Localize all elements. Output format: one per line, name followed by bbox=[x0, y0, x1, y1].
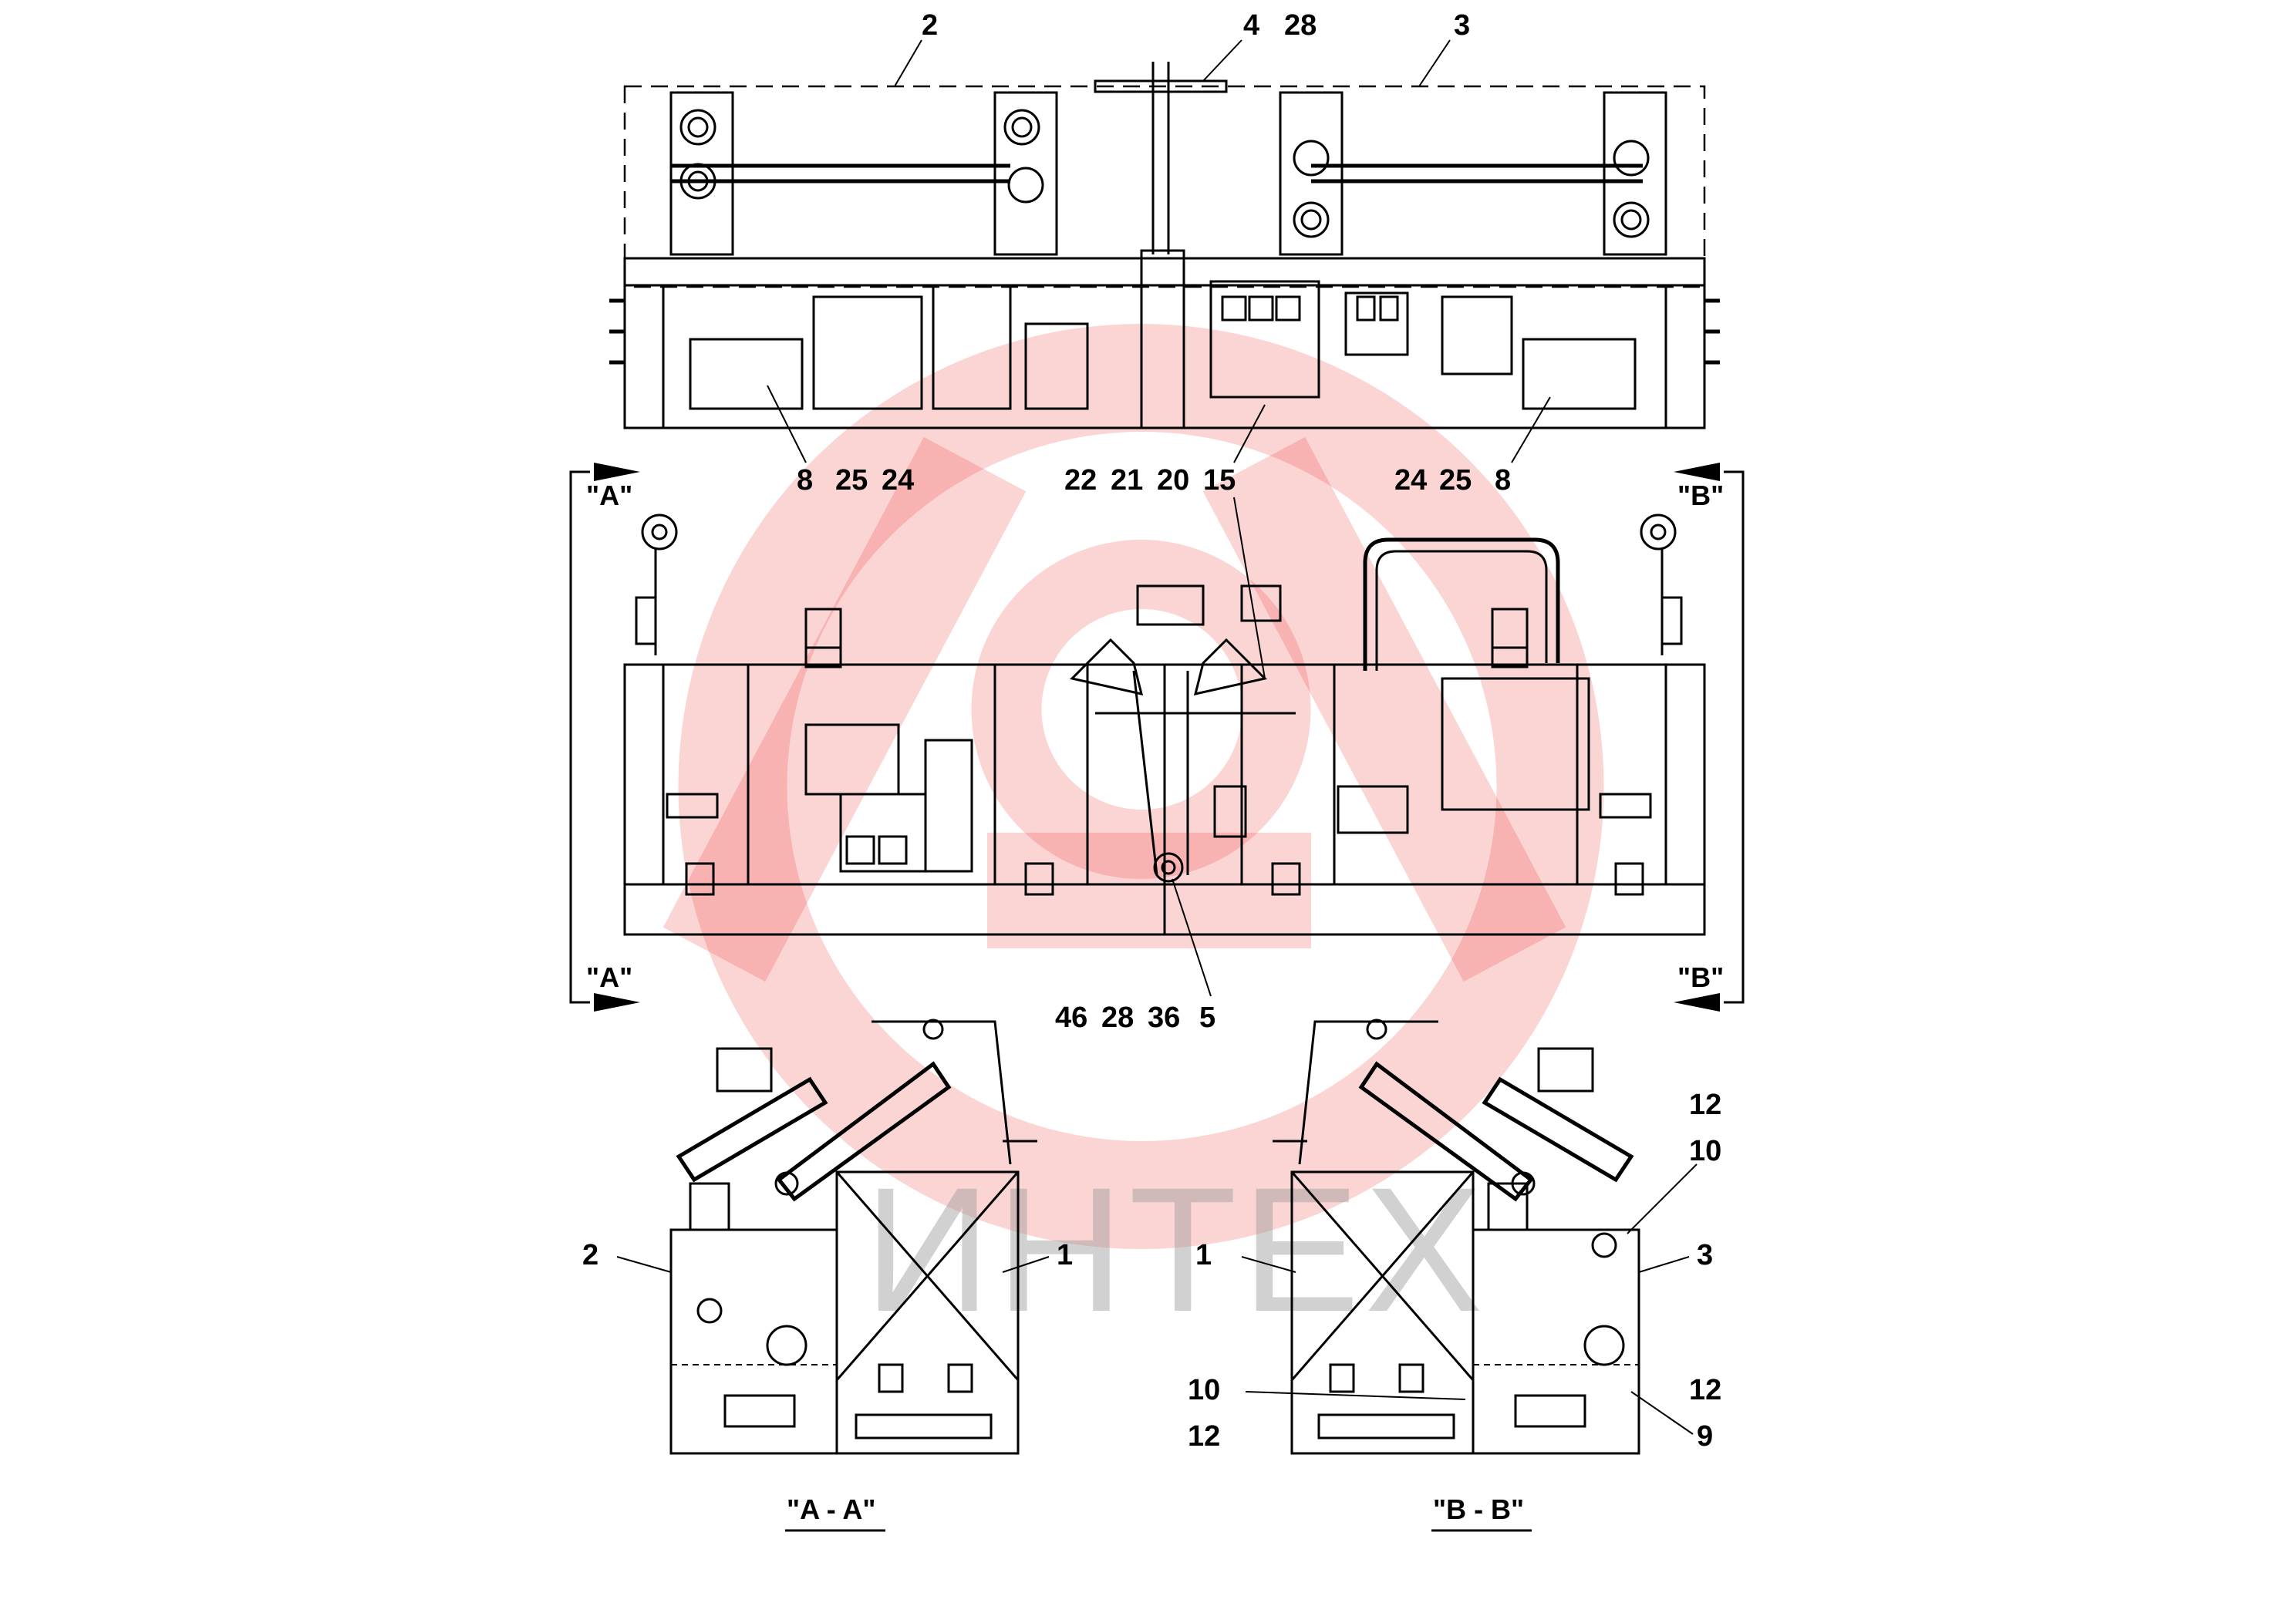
callout-1-bb: 1 bbox=[1195, 1239, 1212, 1271]
callout-22-mid: 22 bbox=[1064, 464, 1097, 497]
leader-bb-3 bbox=[1638, 1256, 1690, 1273]
callout-36-low: 36 bbox=[1148, 1002, 1180, 1034]
section-mark-b-bottom: "B" bbox=[1677, 961, 1724, 993]
section-aa-view bbox=[616, 1019, 1050, 1455]
callout-12-bb-right: 12 bbox=[1689, 1374, 1721, 1406]
callout-15-mid: 15 bbox=[1203, 464, 1236, 497]
callout-24-left: 24 bbox=[882, 464, 914, 497]
top-plan-view bbox=[609, 39, 1720, 463]
leader-bb-9 bbox=[1630, 1391, 1694, 1435]
leader-bb-10top bbox=[1627, 1163, 1698, 1234]
callout-9-bb: 9 bbox=[1697, 1420, 1713, 1453]
callout-21-mid: 21 bbox=[1111, 464, 1143, 497]
callout-2-top: 2 bbox=[922, 9, 938, 42]
callout-46-low: 46 bbox=[1055, 1002, 1087, 1034]
leader-4 bbox=[1202, 39, 1242, 82]
section-mark-a-bottom: "A" bbox=[586, 961, 632, 993]
leader-2 bbox=[894, 39, 922, 87]
bracket-right-1 bbox=[1279, 91, 1344, 256]
leader-15 bbox=[1233, 404, 1266, 463]
section-mark-b-top: "B" bbox=[1677, 480, 1724, 511]
callout-12-bb-left: 12 bbox=[1188, 1420, 1220, 1453]
leader-15-mid bbox=[1233, 497, 1266, 679]
callout-28-top: 28 bbox=[1284, 9, 1317, 42]
watermark-text: ИНТЕХ bbox=[864, 1150, 1488, 1349]
callout-28-low: 28 bbox=[1101, 1002, 1134, 1034]
leader-aa-2 bbox=[616, 1256, 672, 1273]
callout-25-right: 25 bbox=[1439, 464, 1472, 497]
callout-20-mid: 20 bbox=[1157, 464, 1189, 497]
leader-8-right bbox=[1511, 396, 1551, 463]
callout-3-bb: 3 bbox=[1697, 1239, 1713, 1271]
watermark-logo bbox=[663, 324, 1604, 1249]
leader-3 bbox=[1418, 39, 1451, 87]
callout-3-top: 3 bbox=[1454, 9, 1470, 42]
front-view bbox=[569, 463, 1745, 1012]
section-mark-a-top: "A" bbox=[586, 480, 632, 511]
callout-8-right: 8 bbox=[1495, 464, 1511, 497]
callout-12-bb-top: 12 bbox=[1689, 1089, 1721, 1121]
view-title-bb: "B - B" bbox=[1433, 1493, 1524, 1525]
leader-aa-1 bbox=[1002, 1256, 1050, 1273]
bracket-left-1 bbox=[669, 91, 734, 256]
leader-bb-10a bbox=[1245, 1391, 1466, 1400]
bracket-right-2 bbox=[1603, 91, 1667, 256]
callout-25-left: 25 bbox=[835, 464, 868, 497]
view-title-aa: "A - A" bbox=[787, 1493, 875, 1525]
callout-1-aa: 1 bbox=[1057, 1239, 1073, 1271]
callout-24-right: 24 bbox=[1394, 464, 1427, 497]
callout-8-left: 8 bbox=[797, 464, 813, 497]
section-bb-view bbox=[1241, 1019, 1698, 1455]
callout-10-bb-left: 10 bbox=[1188, 1374, 1220, 1406]
bracket-left-2 bbox=[993, 91, 1058, 256]
callout-10-bb-top: 10 bbox=[1689, 1135, 1721, 1167]
leader-8-left bbox=[767, 385, 807, 463]
leader-5 bbox=[1172, 878, 1212, 997]
callout-5-low: 5 bbox=[1199, 1002, 1215, 1034]
callout-4-top: 4 bbox=[1243, 9, 1259, 42]
leader-bb-1 bbox=[1241, 1256, 1296, 1273]
callout-2-aa: 2 bbox=[582, 1239, 598, 1271]
